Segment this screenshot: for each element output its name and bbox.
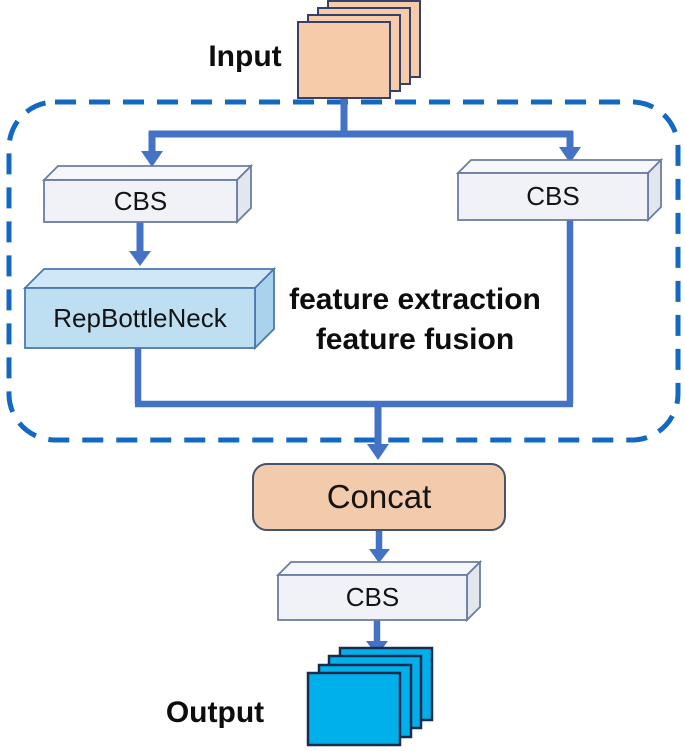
cbs-bottom-front-face bbox=[277, 574, 468, 621]
concat-label: Concat bbox=[326, 478, 432, 515]
cbs-right-front-face bbox=[457, 172, 649, 221]
connector-merge-bar bbox=[134, 220, 574, 408]
cbs-right-box bbox=[455, 157, 664, 223]
region-note-line2: feature fusion bbox=[315, 323, 515, 356]
arrowhead-cbs-to-rep bbox=[129, 251, 151, 266]
arrowhead-to-concat bbox=[367, 444, 389, 460]
cbs-right-label: CBS bbox=[526, 181, 580, 211]
rep-front-face bbox=[24, 287, 256, 349]
input-stack bbox=[297, 0, 421, 99]
input-label: Input bbox=[208, 40, 282, 73]
arrowhead-concat-to-cbs bbox=[369, 549, 390, 563]
region-note-line1: feature extraction bbox=[289, 283, 541, 316]
arrowhead-left-branch bbox=[141, 151, 163, 167]
arrowhead-right-branch bbox=[559, 147, 581, 163]
output-stack-layer-1 bbox=[306, 671, 402, 747]
rep-bottleneck-box bbox=[22, 266, 277, 351]
region-note: feature extraction feature fusion bbox=[278, 280, 552, 360]
output-label: Output bbox=[165, 696, 265, 729]
input-stack-layer-1 bbox=[297, 21, 391, 99]
cbs-left-label: CBS bbox=[113, 185, 168, 216]
cbs-bottom-box bbox=[275, 559, 483, 623]
concat-box bbox=[252, 463, 506, 531]
output-stack bbox=[306, 646, 434, 747]
cbs-left-front-face bbox=[43, 179, 238, 223]
cbs-bottom-label: CBS bbox=[345, 582, 400, 612]
rep-top-face bbox=[22, 268, 277, 289]
connectors bbox=[129, 98, 581, 656]
cbs-left-top-face bbox=[41, 165, 254, 181]
cbs-bottom-top-face bbox=[275, 561, 483, 576]
cbs-left-box bbox=[41, 163, 254, 225]
rep-bottleneck-label: RepBottleNeck bbox=[53, 302, 227, 333]
cbs-right-top-face bbox=[455, 159, 664, 174]
